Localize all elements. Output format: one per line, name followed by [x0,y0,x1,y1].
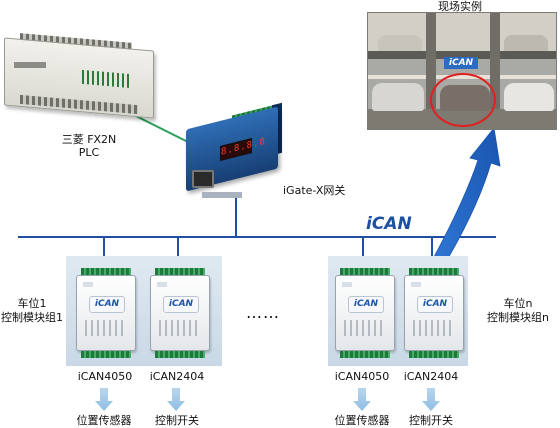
photo-pillar-right [490,13,500,129]
gateway-mount-foot [202,192,242,198]
groupn-label-line2: 控制模块组n [487,311,549,324]
module-name-4: iCAN2404 [403,370,459,383]
highlight-arrow [427,127,501,273]
down-arrow-2 [167,388,185,411]
terminal-strip [340,268,390,275]
module-led-row [413,320,455,336]
module-stripe [342,282,352,287]
group1-label-line2: 控制模块组1 [1,311,63,324]
module-stripe [411,282,421,287]
photo-title: 现场实例 [438,0,482,13]
photo-upper-car-right [504,35,548,51]
device-label-3: 位置传感器 [334,414,390,427]
module-led-row [85,320,127,336]
module-name-3: iCAN4050 [334,370,390,383]
down-arrow-4 [422,388,440,411]
ellipsis: …… [246,303,280,322]
module-logo: iCAN [348,296,384,313]
site-photo: iCAN [367,12,557,130]
module-stripe [83,282,93,287]
plc-brand-plate [14,62,46,68]
photo-car-left [372,83,424,111]
photo-car-right [504,83,554,111]
module-logo: iCAN [163,296,199,313]
module-logo: iCAN [89,296,125,313]
device-label-2: 控制开关 [155,414,199,427]
module-led-row [344,320,386,336]
module-logo: iCAN [417,296,453,313]
photo-pillar-left [426,13,436,129]
groupn-label-line1: 车位n [503,297,533,310]
down-arrow-3 [353,388,371,411]
module-name-2: iCAN2404 [149,370,205,383]
module-ican4050-group1: iCAN [76,268,136,358]
plc-label-line1: 三菱 FX2N [61,133,117,146]
terminal-strip [155,268,205,275]
terminal-strip [409,268,459,275]
group1-label-line1: 车位1 [17,297,47,310]
photo-ican-logo: iCAN [444,57,478,69]
terminal-strip [81,351,131,358]
photo-highlight-circle [430,73,496,127]
module-ican2404-group1: iCAN [150,268,210,358]
plc-label-line2: PLC [78,146,100,159]
terminal-strip [155,351,205,358]
gateway-label: iGate-X网关 [283,184,346,197]
module-ican4050-groupn: iCAN [335,268,395,358]
terminal-strip [340,351,390,358]
module-stripe [157,282,167,287]
photo-beam [368,51,556,59]
module-ican2404-groupn: iCAN [404,268,464,358]
module-led-row [159,320,201,336]
terminal-strip [81,268,131,275]
gateway-serial-port [192,170,214,188]
terminal-strip [409,351,459,358]
module-name-1: iCAN4050 [77,370,133,383]
photo-upper-car-left [378,35,422,51]
device-label-4: 控制开关 [409,414,453,427]
device-label-1: 位置传感器 [76,414,132,427]
bus-label: iCAN [366,214,412,234]
down-arrow-1 [95,388,113,411]
